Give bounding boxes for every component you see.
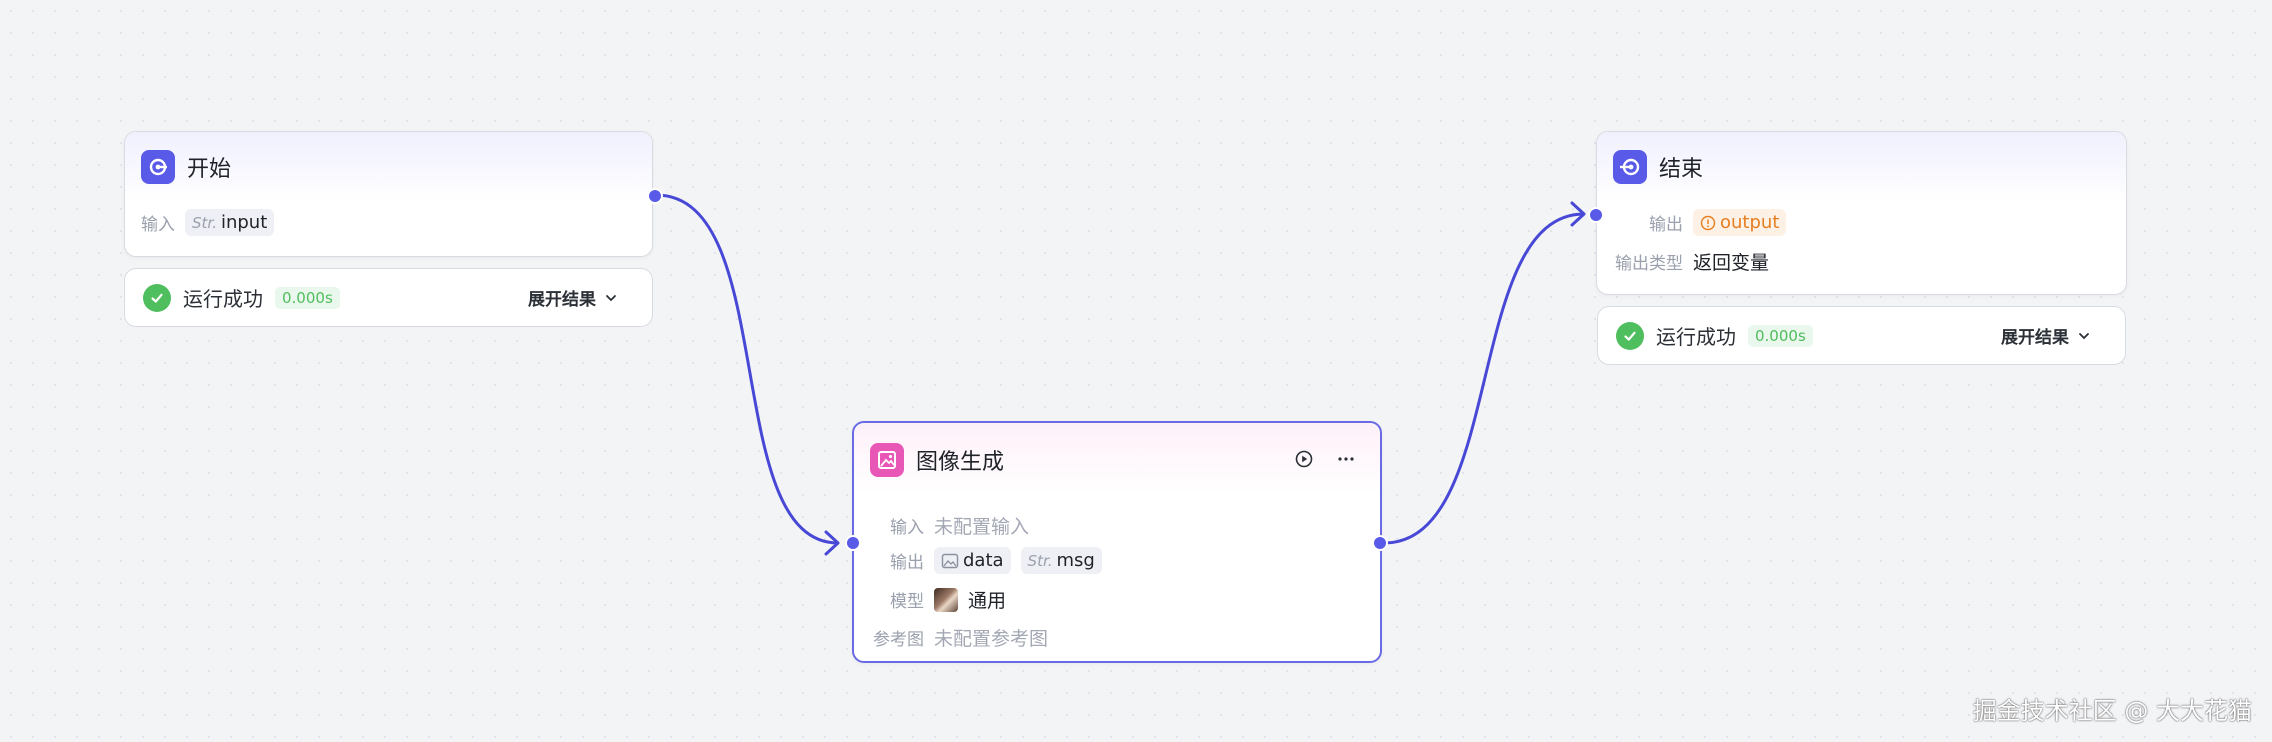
variable-name: msg xyxy=(1056,550,1095,571)
node-header: 图像生成 xyxy=(870,443,1004,477)
variable-name: data xyxy=(963,550,1004,571)
start-icon xyxy=(141,150,175,184)
success-check-icon xyxy=(143,283,171,312)
reference-value: 未配置参考图 xyxy=(934,628,1049,650)
input-label: 输入 xyxy=(890,518,924,538)
input-label: 输入 xyxy=(141,215,175,235)
image-input-handle[interactable] xyxy=(845,535,861,551)
output-row: 输出 output xyxy=(1613,209,1787,236)
variable-name: input xyxy=(220,212,268,233)
watermark: 掘金技术社区 @ 大大花猫 xyxy=(1972,697,2252,725)
image-icon xyxy=(941,553,959,568)
output-row: 输出 data Str. msg xyxy=(870,547,1102,574)
image-generate-icon xyxy=(870,443,904,477)
expand-label: 展开结果 xyxy=(528,290,596,310)
output-variable-chip[interactable]: Str. msg xyxy=(1020,547,1102,574)
more-horizontal-icon xyxy=(1338,457,1354,461)
end-icon xyxy=(1613,150,1647,184)
input-row: 输入 未配置输入 xyxy=(870,512,1029,539)
chevron-down-icon xyxy=(2079,332,2089,339)
model-label: 模型 xyxy=(890,592,924,612)
edge-arrow-end xyxy=(1570,201,1586,227)
output-variable-chip[interactable]: data xyxy=(934,547,1011,574)
reference-row: 参考图 未配置参考图 xyxy=(870,624,1048,651)
output-variable-chip[interactable]: output xyxy=(1693,209,1787,236)
node-title: 结束 xyxy=(1659,157,1704,182)
variable-name: output xyxy=(1720,212,1780,233)
play-circle-icon xyxy=(1295,450,1313,468)
edge-start-to-image[interactable] xyxy=(655,193,839,545)
chevron-down-icon xyxy=(606,294,616,301)
image-generation-node[interactable]: 图像生成 输入 未配置输入 输出 data Str. msg 模型 通用 xyxy=(845,421,1388,663)
run-node-button[interactable] xyxy=(1292,447,1316,471)
status-text: 运行成功 xyxy=(1656,325,1736,349)
more-options-button[interactable] xyxy=(1334,447,1358,471)
type-prefix: Str. xyxy=(1027,551,1053,570)
start-run-status: 运行成功 0.000s 展开结果 xyxy=(124,268,653,327)
status-text: 运行成功 xyxy=(183,287,263,311)
node-header-bg xyxy=(125,132,652,202)
input-value: 未配置输入 xyxy=(934,516,1030,538)
output-type-value: 返回变量 xyxy=(1693,252,1770,274)
expand-result-button[interactable]: 展开结果 xyxy=(528,285,618,310)
output-type-label: 输出类型 xyxy=(1615,254,1683,274)
end-run-status: 运行成功 0.000s 展开结果 xyxy=(1597,306,2126,365)
reference-label: 参考图 xyxy=(873,630,924,650)
run-time-badge: 0.000s xyxy=(275,286,340,309)
node-header: 开始 xyxy=(141,150,231,184)
input-variable-chip[interactable]: Str. input xyxy=(185,209,275,236)
model-value: 通用 xyxy=(968,590,1007,612)
model-row: 模型 通用 xyxy=(870,586,1006,613)
node-header-bg xyxy=(854,423,1380,493)
start-output-handle[interactable] xyxy=(647,188,663,204)
input-row: 输入 Str. input xyxy=(141,209,275,236)
node-header-bg xyxy=(1597,132,2126,202)
output-label: 输出 xyxy=(890,553,924,573)
run-time-badge: 0.000s xyxy=(1748,324,1813,347)
node-title: 开始 xyxy=(187,157,232,182)
expand-label: 展开结果 xyxy=(2001,328,2069,348)
success-check-icon xyxy=(1616,321,1644,350)
start-node[interactable]: 开始 输入 Str. input xyxy=(124,131,663,257)
edge-image-to-end[interactable] xyxy=(1383,212,1585,545)
output-type-row: 输出类型 返回变量 xyxy=(1613,248,1769,275)
end-input-handle[interactable] xyxy=(1588,207,1604,223)
warning-circle-icon xyxy=(1700,215,1716,230)
edge-arrow-image xyxy=(824,530,840,556)
output-label: 输出 xyxy=(1649,215,1683,235)
expand-result-button[interactable]: 展开结果 xyxy=(2001,323,2091,348)
model-avatar-icon xyxy=(934,587,958,612)
type-prefix: Str. xyxy=(192,213,217,232)
node-header: 结束 xyxy=(1613,150,1703,184)
image-output-handle[interactable] xyxy=(1372,535,1388,551)
node-title: 图像生成 xyxy=(916,450,1005,475)
end-node[interactable]: 结束 输出 output 输出类型 返回变量 xyxy=(1588,131,2127,295)
